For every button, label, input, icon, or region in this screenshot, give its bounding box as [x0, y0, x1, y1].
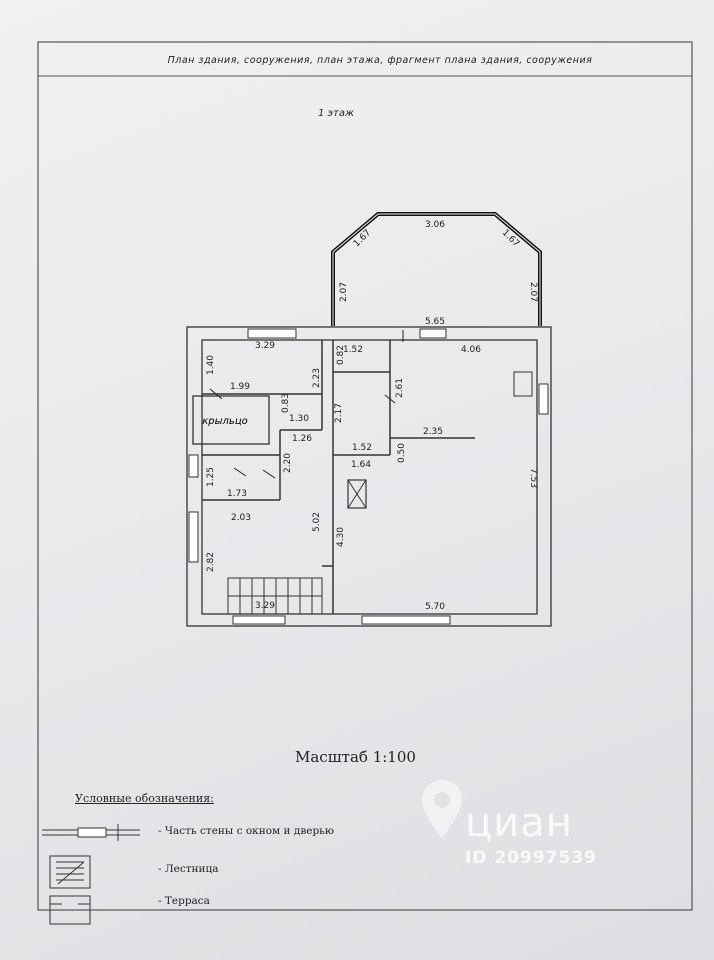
watermark-brand: циан: [465, 800, 573, 846]
dim-label: 2.07: [528, 282, 538, 302]
watermark-id: ID 20997539: [465, 848, 597, 868]
dim-label: 1.52: [352, 443, 372, 453]
dim-label: 4.30: [336, 527, 346, 547]
dim-label: 0.82: [336, 345, 346, 365]
dim-label: 1.52: [343, 345, 363, 355]
dim-label: 2.35: [423, 427, 443, 437]
drawing-frame: [37, 41, 693, 911]
window-marks: [188, 328, 549, 625]
dim-label: 3.29: [255, 341, 275, 351]
legend-stair-symbol: [49, 855, 91, 889]
dim-label: 1.73: [227, 489, 247, 499]
dim-label: 2.07: [339, 282, 349, 302]
dim-label: 2.17: [334, 403, 344, 423]
dim-label: 2.82: [206, 552, 216, 572]
boiler-box: [513, 371, 533, 397]
dim-label: 3.29: [255, 601, 275, 611]
dim-label: 5.65: [425, 317, 445, 327]
dim-label: 1.64: [351, 460, 371, 470]
dim-label: 4.06: [461, 345, 481, 355]
legend-item-stairs: - Лестница: [158, 863, 219, 875]
legend-title: Условные обозначения:: [75, 792, 214, 805]
scale-label: Масштаб 1:100: [295, 748, 416, 766]
document-title: План здания, сооружения, план этажа, фра…: [167, 55, 593, 66]
bay-window-wall-inner: [332, 213, 541, 326]
door-ticks: [209, 330, 404, 479]
dim-label: 2.61: [395, 378, 405, 398]
dim-label: 2.20: [283, 453, 293, 473]
legend-terrace-symbol: [49, 895, 91, 925]
interior-walls: [202, 340, 475, 614]
porch-label: крыльцо: [202, 416, 248, 427]
legend-item-terrace: - Терраса: [158, 895, 210, 907]
dim-label: 5.02: [312, 512, 322, 532]
dim-label: 0.50: [397, 443, 407, 463]
porch-outline: [192, 395, 270, 445]
dim-label: 0.83: [281, 393, 291, 413]
floor-label: 1 этаж: [318, 108, 354, 119]
staircase: [227, 577, 323, 615]
legend-wall-symbol: [42, 824, 140, 841]
dim-label: 1.26: [292, 434, 312, 444]
dim-label: 1.25: [206, 467, 216, 487]
dim-label: 3.06: [425, 220, 445, 230]
vent-shaft: [347, 479, 367, 509]
dim-label: 2.23: [312, 368, 322, 388]
dim-label: 7.53: [528, 468, 538, 488]
dim-label: 1.40: [206, 355, 216, 375]
dim-label: 5.70: [425, 602, 445, 612]
legend-item-wall: - Часть стены с окном и дверью: [158, 825, 335, 837]
map-pin-icon: [422, 780, 462, 838]
outer-walls: [186, 326, 552, 627]
title-block: [37, 41, 693, 77]
legend-symbols: [42, 824, 140, 925]
dim-label: 1.99: [230, 382, 250, 392]
dim-label: 1.30: [289, 414, 309, 424]
dim-label: 2.03: [231, 513, 251, 523]
dimension-labels: 3.06 1.67 1.67 2.07 2.07 5.65 3.29 1.52 …: [206, 220, 538, 612]
